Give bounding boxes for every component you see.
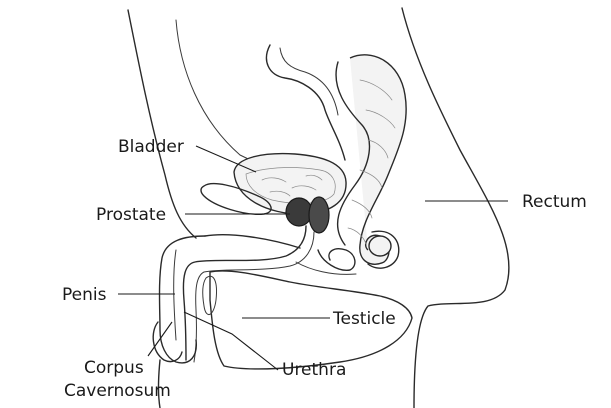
penis-organ — [160, 236, 206, 363]
sigmoid-colon-inner — [280, 48, 338, 115]
urethra-tube-inner — [194, 232, 314, 362]
label-testicle: Testicle — [332, 309, 396, 329]
label-prostate: Prostate — [96, 205, 166, 225]
urethra-tube — [183, 226, 306, 360]
prostate-organ-left — [286, 198, 312, 226]
penis-upper-edge — [205, 235, 300, 248]
label-rectum: Rectum — [522, 192, 587, 212]
anal-opening — [369, 236, 391, 256]
corpus-cavernosum-band — [174, 250, 176, 340]
sigmoid-colon — [266, 45, 345, 160]
label-cavernosum: Cavernosum — [64, 381, 171, 401]
abdomen-outline — [128, 10, 196, 238]
inner-wall-outline — [176, 20, 262, 165]
label-bladder: Bladder — [118, 137, 184, 157]
label-penis: Penis — [62, 285, 107, 305]
perineum-line — [296, 262, 356, 274]
label-corpus: Corpus — [84, 358, 144, 378]
body-back-outline — [402, 8, 509, 408]
pelvic-floor-curve — [318, 249, 355, 271]
urethra-leader — [184, 312, 278, 370]
prostate-organ-right — [309, 197, 329, 233]
label-urethra: Urethra — [282, 360, 346, 380]
